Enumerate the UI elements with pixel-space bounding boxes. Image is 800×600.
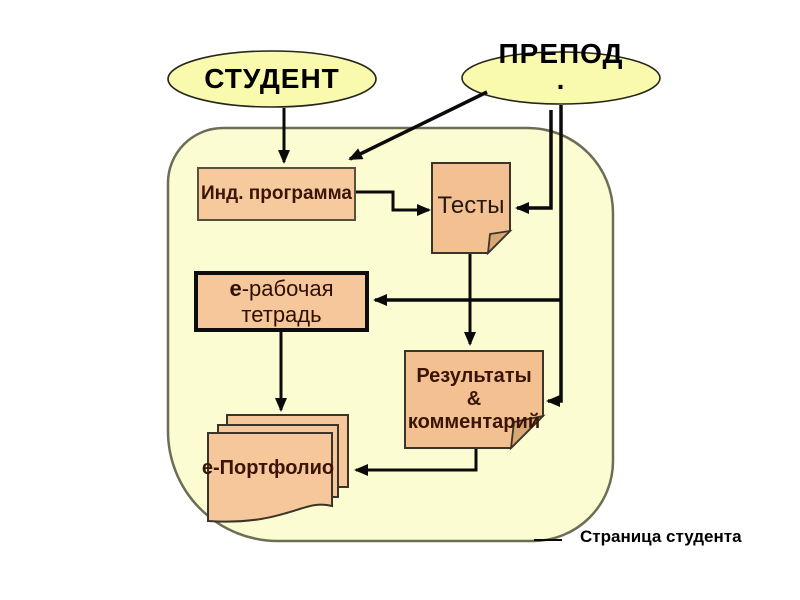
- portfolio-page-front: [207, 432, 333, 523]
- edge-program-to-tests: [355, 190, 431, 216]
- program-box: [197, 167, 356, 221]
- workbook-box: [194, 271, 369, 332]
- student-ellipse: [167, 50, 377, 108]
- teacher-ellipse: [461, 51, 661, 105]
- edge-teacher-to-program: [348, 90, 488, 161]
- results-note-fold: [509, 414, 546, 451]
- edge-results-to-portfolio: [354, 449, 478, 476]
- edge-teacher-to-tests: [515, 110, 553, 214]
- tests-note-fold: [486, 229, 513, 256]
- edge-teacher-to-results: [546, 105, 563, 407]
